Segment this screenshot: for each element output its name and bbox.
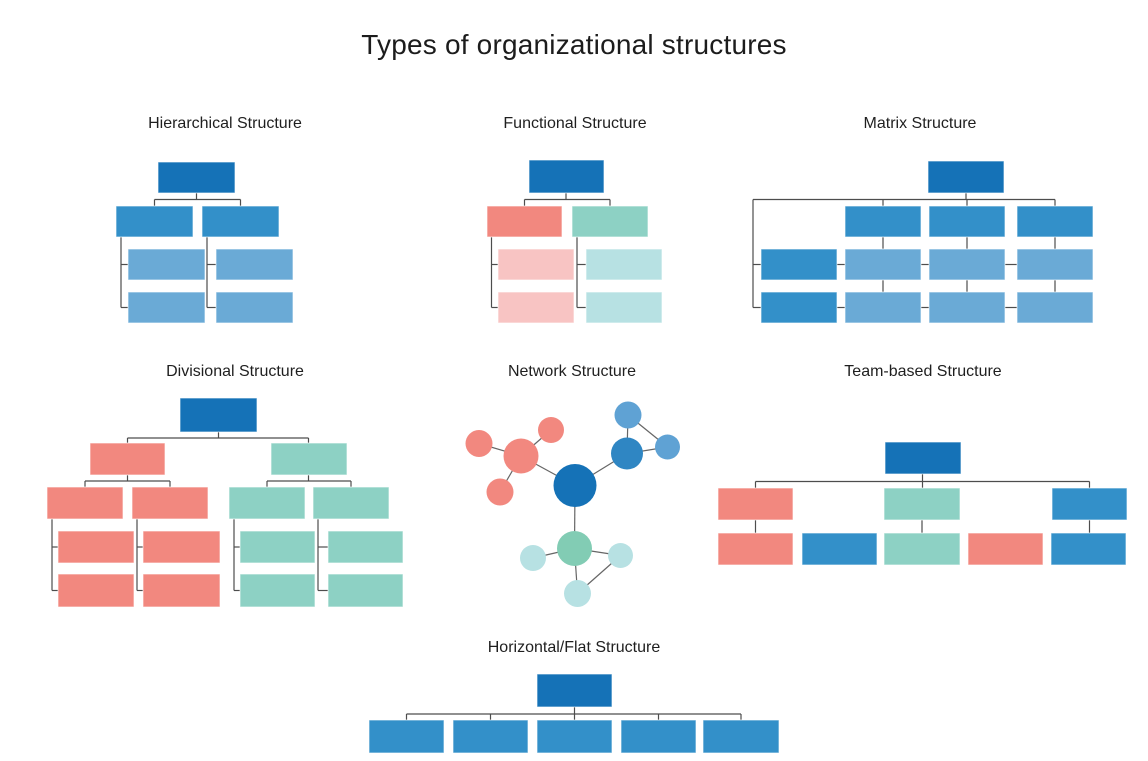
section-title-team: Team-based Structure	[844, 363, 1002, 380]
org-box	[585, 248, 663, 281]
network-node	[608, 543, 633, 568]
org-box	[801, 532, 878, 566]
org-box	[1016, 291, 1094, 324]
org-box	[89, 442, 166, 476]
org-box	[702, 719, 780, 754]
org-box	[497, 291, 575, 324]
org-box	[215, 291, 294, 324]
org-box	[967, 532, 1044, 566]
org-box	[928, 291, 1006, 324]
org-box	[760, 291, 838, 324]
org-box	[486, 205, 563, 238]
org-box	[536, 673, 613, 708]
network-node	[557, 531, 592, 566]
org-box	[536, 719, 613, 754]
section-title-divisional: Divisional Structure	[166, 363, 304, 380]
network-node	[655, 434, 680, 460]
team-figure	[717, 441, 1128, 566]
org-box	[142, 573, 221, 608]
org-box	[717, 487, 794, 521]
network-node	[614, 401, 642, 429]
hierarchical-figure	[115, 161, 294, 324]
org-box	[571, 205, 649, 238]
network-node	[486, 478, 514, 506]
org-box	[127, 248, 206, 281]
network-node	[611, 437, 643, 470]
org-box	[844, 248, 922, 281]
org-box	[270, 442, 348, 476]
org-box	[131, 486, 209, 520]
org-box	[127, 291, 206, 324]
org-box	[239, 573, 316, 608]
org-box	[239, 530, 316, 564]
section-title-matrix: Matrix Structure	[863, 115, 977, 132]
section-title-functional: Functional Structure	[503, 115, 647, 132]
org-box	[327, 530, 404, 564]
org-box	[928, 205, 1006, 238]
org-box	[620, 719, 697, 754]
org-box	[927, 160, 1005, 194]
org-box	[497, 248, 575, 281]
org-box	[312, 486, 390, 520]
network-node	[553, 464, 597, 507]
org-box	[883, 532, 961, 566]
org-box	[1051, 487, 1128, 521]
org-box	[844, 205, 922, 238]
org-box	[46, 486, 124, 520]
org-box	[201, 205, 280, 238]
org-box	[179, 397, 258, 433]
page-title: Types of organizational structures	[361, 29, 787, 60]
section-title-flat: Horizontal/Flat Structure	[487, 639, 661, 656]
network-figure	[465, 401, 680, 607]
section-title-network: Network Structure	[507, 363, 637, 380]
network-node	[564, 580, 591, 607]
org-box	[928, 248, 1006, 281]
org-box	[368, 719, 445, 754]
functional-figure	[486, 159, 663, 324]
org-box	[1050, 532, 1127, 566]
network-node	[465, 430, 493, 457]
org-box	[883, 487, 961, 521]
org-box	[717, 532, 794, 566]
org-box	[585, 291, 663, 324]
network-node	[538, 417, 564, 443]
org-box	[884, 441, 962, 475]
org-box	[760, 248, 838, 281]
org-box	[327, 573, 404, 608]
org-box	[115, 205, 194, 238]
org-box	[528, 159, 605, 194]
org-box	[452, 719, 529, 754]
network-node	[503, 438, 539, 474]
org-box	[57, 573, 135, 608]
org-box	[844, 291, 922, 324]
matrix-figure	[752, 160, 1094, 324]
org-box	[1016, 248, 1094, 281]
network-node	[520, 545, 546, 571]
section-title-hierarchical: Hierarchical Structure	[148, 115, 302, 132]
org-box	[1016, 205, 1094, 238]
org-box	[57, 530, 135, 564]
org-box	[142, 530, 221, 564]
flat-figure	[368, 673, 780, 754]
org-box	[157, 161, 236, 194]
org-box	[228, 486, 306, 520]
org-box	[215, 248, 294, 281]
divisional-figure	[46, 397, 404, 608]
